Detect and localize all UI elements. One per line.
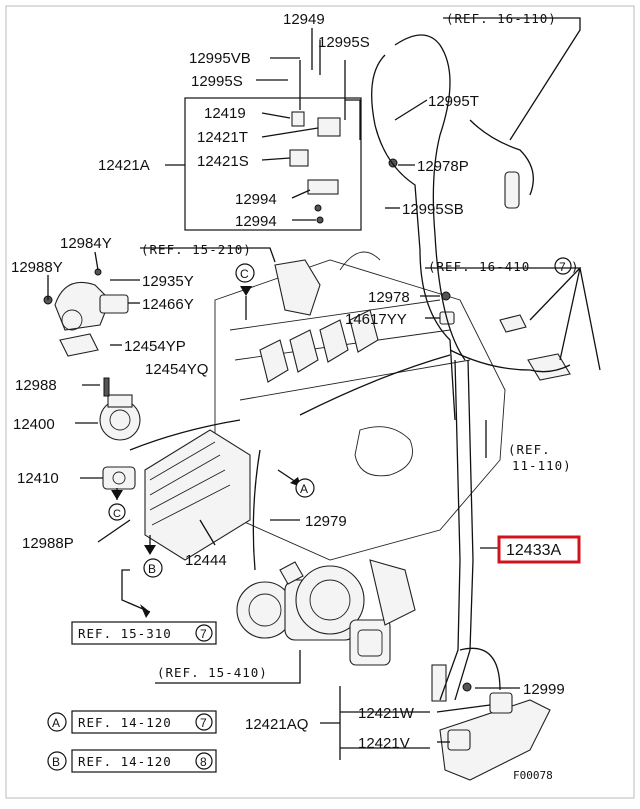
ref-14-120-b-num: 8 [200, 755, 207, 769]
connection-markers: C A C B [108, 263, 315, 578]
label-12988: 12988 [15, 377, 57, 394]
ref-16-110: (REF. 16-110) [446, 11, 557, 26]
engine-artwork [43, 34, 571, 781]
label-12421s: 12421S [197, 153, 249, 170]
egr-valve [99, 377, 141, 441]
ref-15-410: (REF. 15-410) [157, 665, 268, 680]
label-12949: 12949 [283, 11, 325, 28]
label-14617yy: 14617YY [345, 311, 407, 328]
label-12421v: 12421V [358, 735, 410, 752]
label-12421w: 12421W [358, 705, 415, 722]
label-12978p: 12978P [417, 158, 469, 175]
diagram-frame [5, 5, 635, 799]
label-12421a: 12421A [98, 157, 150, 174]
direction-arrows [111, 286, 301, 618]
marker-c-small: C [113, 508, 121, 520]
label-12995vb: 12995VB [189, 50, 251, 67]
label-12988y: 12988Y [11, 259, 63, 276]
marker-b-legend: B [52, 755, 60, 769]
heat-protector [144, 429, 251, 561]
label-12410: 12410 [17, 470, 59, 487]
ref-11-110-a: (REF. [508, 442, 551, 457]
label-12994-a: 12994 [235, 191, 277, 208]
label-12988p: 12988P [22, 535, 74, 552]
ref-14-120-b: REF. 14-120 [78, 754, 172, 769]
label-12984y: 12984Y [60, 235, 112, 252]
highlight-box [497, 535, 581, 564]
marker-a: A [300, 482, 308, 496]
svg-text:): ) [571, 259, 580, 274]
label-12419: 12419 [204, 105, 246, 122]
ref-14-120-a: REF. 14-120 [78, 715, 172, 730]
highlighted-part-12433a: 12433A [497, 535, 581, 564]
marker-b: B [148, 562, 156, 576]
label-12979: 12979 [305, 513, 347, 530]
marker-c: C [240, 267, 249, 281]
label-12454yq: 12454YQ [145, 361, 208, 378]
label-12999: 12999 [523, 681, 565, 698]
ref-11-110-b: 11-110) [512, 458, 572, 473]
turbocharger [236, 559, 416, 666]
ref-16-410-num: 7 [559, 260, 566, 274]
egr-gasket [102, 466, 136, 490]
label-12995s-top: 12995S [318, 34, 370, 51]
bolt-12978 [441, 291, 451, 301]
egr-pipe-upper [43, 268, 129, 357]
part-labels: 12949 12995VB 12995S 12995S 12419 12421T… [11, 11, 565, 782]
label-12935y: 12935Y [142, 273, 194, 290]
label-12995s-left: 12995S [191, 73, 243, 90]
ref-15-310-num: 7 [200, 627, 207, 641]
label-12466y: 12466Y [142, 296, 194, 313]
marker-a-legend: A [52, 716, 60, 730]
label-12995t: 12995T [428, 93, 479, 110]
ref-16-410: (REF. 16-410 [428, 259, 530, 274]
label-12444: 12444 [185, 552, 227, 569]
c-fitting [274, 259, 321, 316]
figure-code: F00078 [513, 769, 553, 782]
label-12421t: 12421T [197, 129, 248, 146]
label-12421aq: 12421AQ [245, 716, 308, 733]
label-12454yp: 12454YP [124, 338, 186, 355]
label-12978: 12978 [368, 289, 410, 306]
label-12400: 12400 [13, 416, 55, 433]
ref-15-310: REF. 15-310 [78, 626, 172, 641]
label-12433a: 12433A [506, 542, 561, 559]
label-12994-b: 12994 [235, 213, 277, 230]
reference-labels: (REF. 16-110) (REF. 15-210) (REF. 16-410… [47, 11, 580, 773]
ref-14-120-a-num: 7 [200, 716, 207, 730]
ref-15-210: (REF. 15-210) [141, 242, 252, 257]
leader-lines [47, 17, 601, 760]
label-12995sb: 12995SB [402, 201, 464, 218]
solenoid-cluster [289, 111, 398, 224]
